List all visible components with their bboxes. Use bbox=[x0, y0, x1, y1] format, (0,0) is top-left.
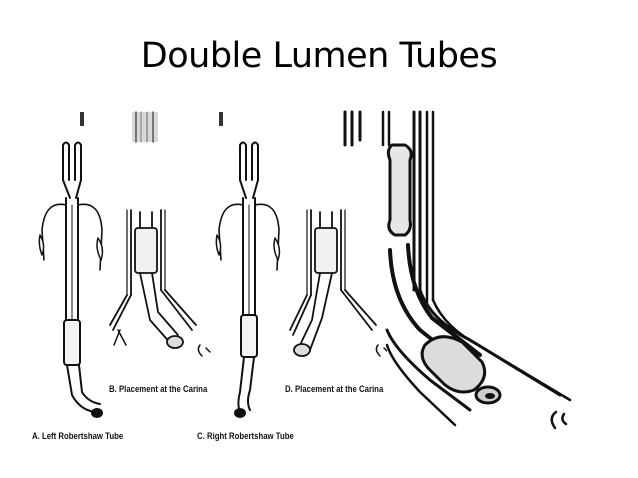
figure-label-b: B. Placement at the Carina bbox=[109, 384, 208, 395]
right-robertshaw-tube-drawing bbox=[215, 141, 281, 418]
placement-carina-drawing-b bbox=[109, 209, 211, 357]
left-robertshaw-tube-drawing bbox=[38, 141, 104, 418]
cropped-top-fragments bbox=[80, 111, 223, 143]
slide-title: Double Lumen Tubes bbox=[140, 36, 498, 76]
figure-label-a: A. Left Robertshaw Tube bbox=[32, 431, 124, 442]
figure-label-d: D. Placement at the Carina bbox=[285, 384, 384, 395]
zoomed-carina-detail bbox=[343, 110, 638, 432]
figure-label-c: C. Right Robertshaw Tube bbox=[197, 431, 294, 442]
placement-carina-drawing-d bbox=[289, 209, 389, 357]
